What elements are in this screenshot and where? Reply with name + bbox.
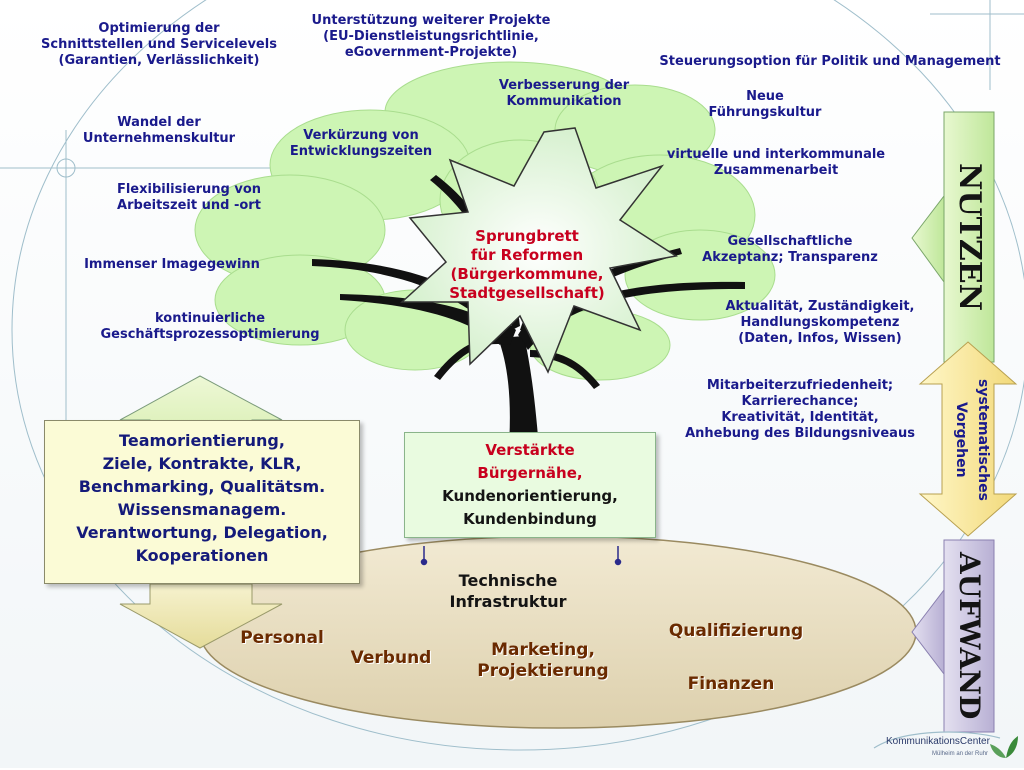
nutzen-bar bbox=[943, 111, 995, 363]
base-marketing: Marketing,Projektierung bbox=[477, 640, 609, 681]
connector-pins bbox=[420, 546, 622, 566]
reform-star bbox=[400, 127, 679, 374]
trunk-box: Verstärkte Bürgernähe, Kundenorientierun… bbox=[404, 432, 656, 538]
base-verbund: Verbund bbox=[350, 648, 432, 668]
base-qualifizierung: Qualifizierung bbox=[668, 621, 804, 641]
aufwand-bar bbox=[943, 539, 995, 733]
label-mitarbeiter: Mitarbeiterzufriedenheit;Karrierechance;… bbox=[685, 378, 915, 441]
nutzen-arrow bbox=[911, 194, 945, 284]
base-personal: Personal bbox=[240, 628, 324, 648]
logo-name: KommunikationsCenter bbox=[886, 736, 990, 747]
label-aktualitaet: Aktualität, Zuständigkeit,Handlungskompe… bbox=[725, 299, 915, 346]
base-finanzen: Finanzen bbox=[687, 674, 775, 694]
side-nutzen: NUTZEN bbox=[952, 162, 987, 312]
aufwand-arrow bbox=[911, 588, 945, 676]
label-image: Immenser Imagegewinn bbox=[84, 257, 260, 272]
left-box: Teamorientierung,Ziele, Kontrakte, KLR,B… bbox=[44, 420, 360, 584]
label-projekte: Unterstützung weiterer Projekte(EU-Diens… bbox=[311, 13, 551, 60]
label-steuerung: Steuerungsoption für Politik und Managem… bbox=[659, 54, 1001, 69]
kommunikationscenter-logo: KommunikationsCenter Mülheim an der Ruhr bbox=[872, 728, 1022, 766]
vorgehen-double-arrow bbox=[918, 341, 1018, 537]
side-aufwand: AUFWAND bbox=[953, 552, 986, 720]
left-down-arrow bbox=[119, 583, 283, 649]
logo-swoosh bbox=[873, 731, 1018, 758]
leaf-icon bbox=[1006, 736, 1018, 758]
outer-ellipse bbox=[11, 0, 1024, 751]
logo-sub: Mülheim an der Ruhr bbox=[932, 751, 989, 757]
